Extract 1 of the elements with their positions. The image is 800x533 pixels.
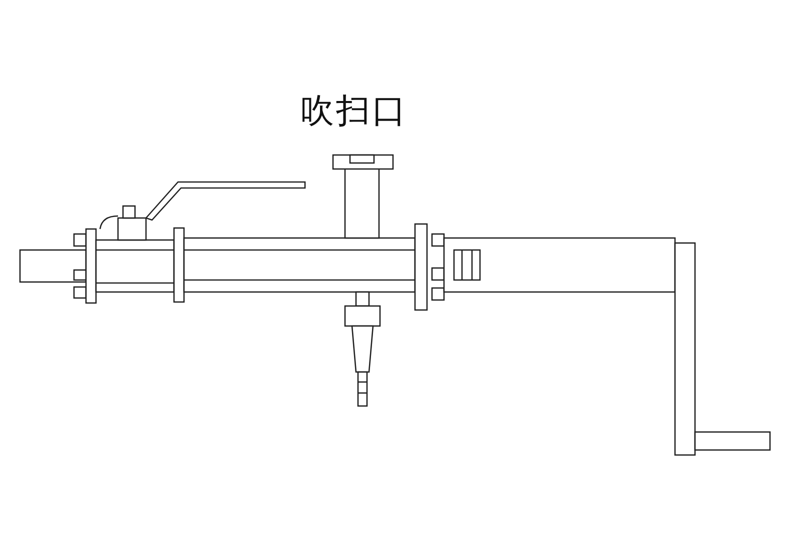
- port-label: 吹扫口: [300, 90, 408, 133]
